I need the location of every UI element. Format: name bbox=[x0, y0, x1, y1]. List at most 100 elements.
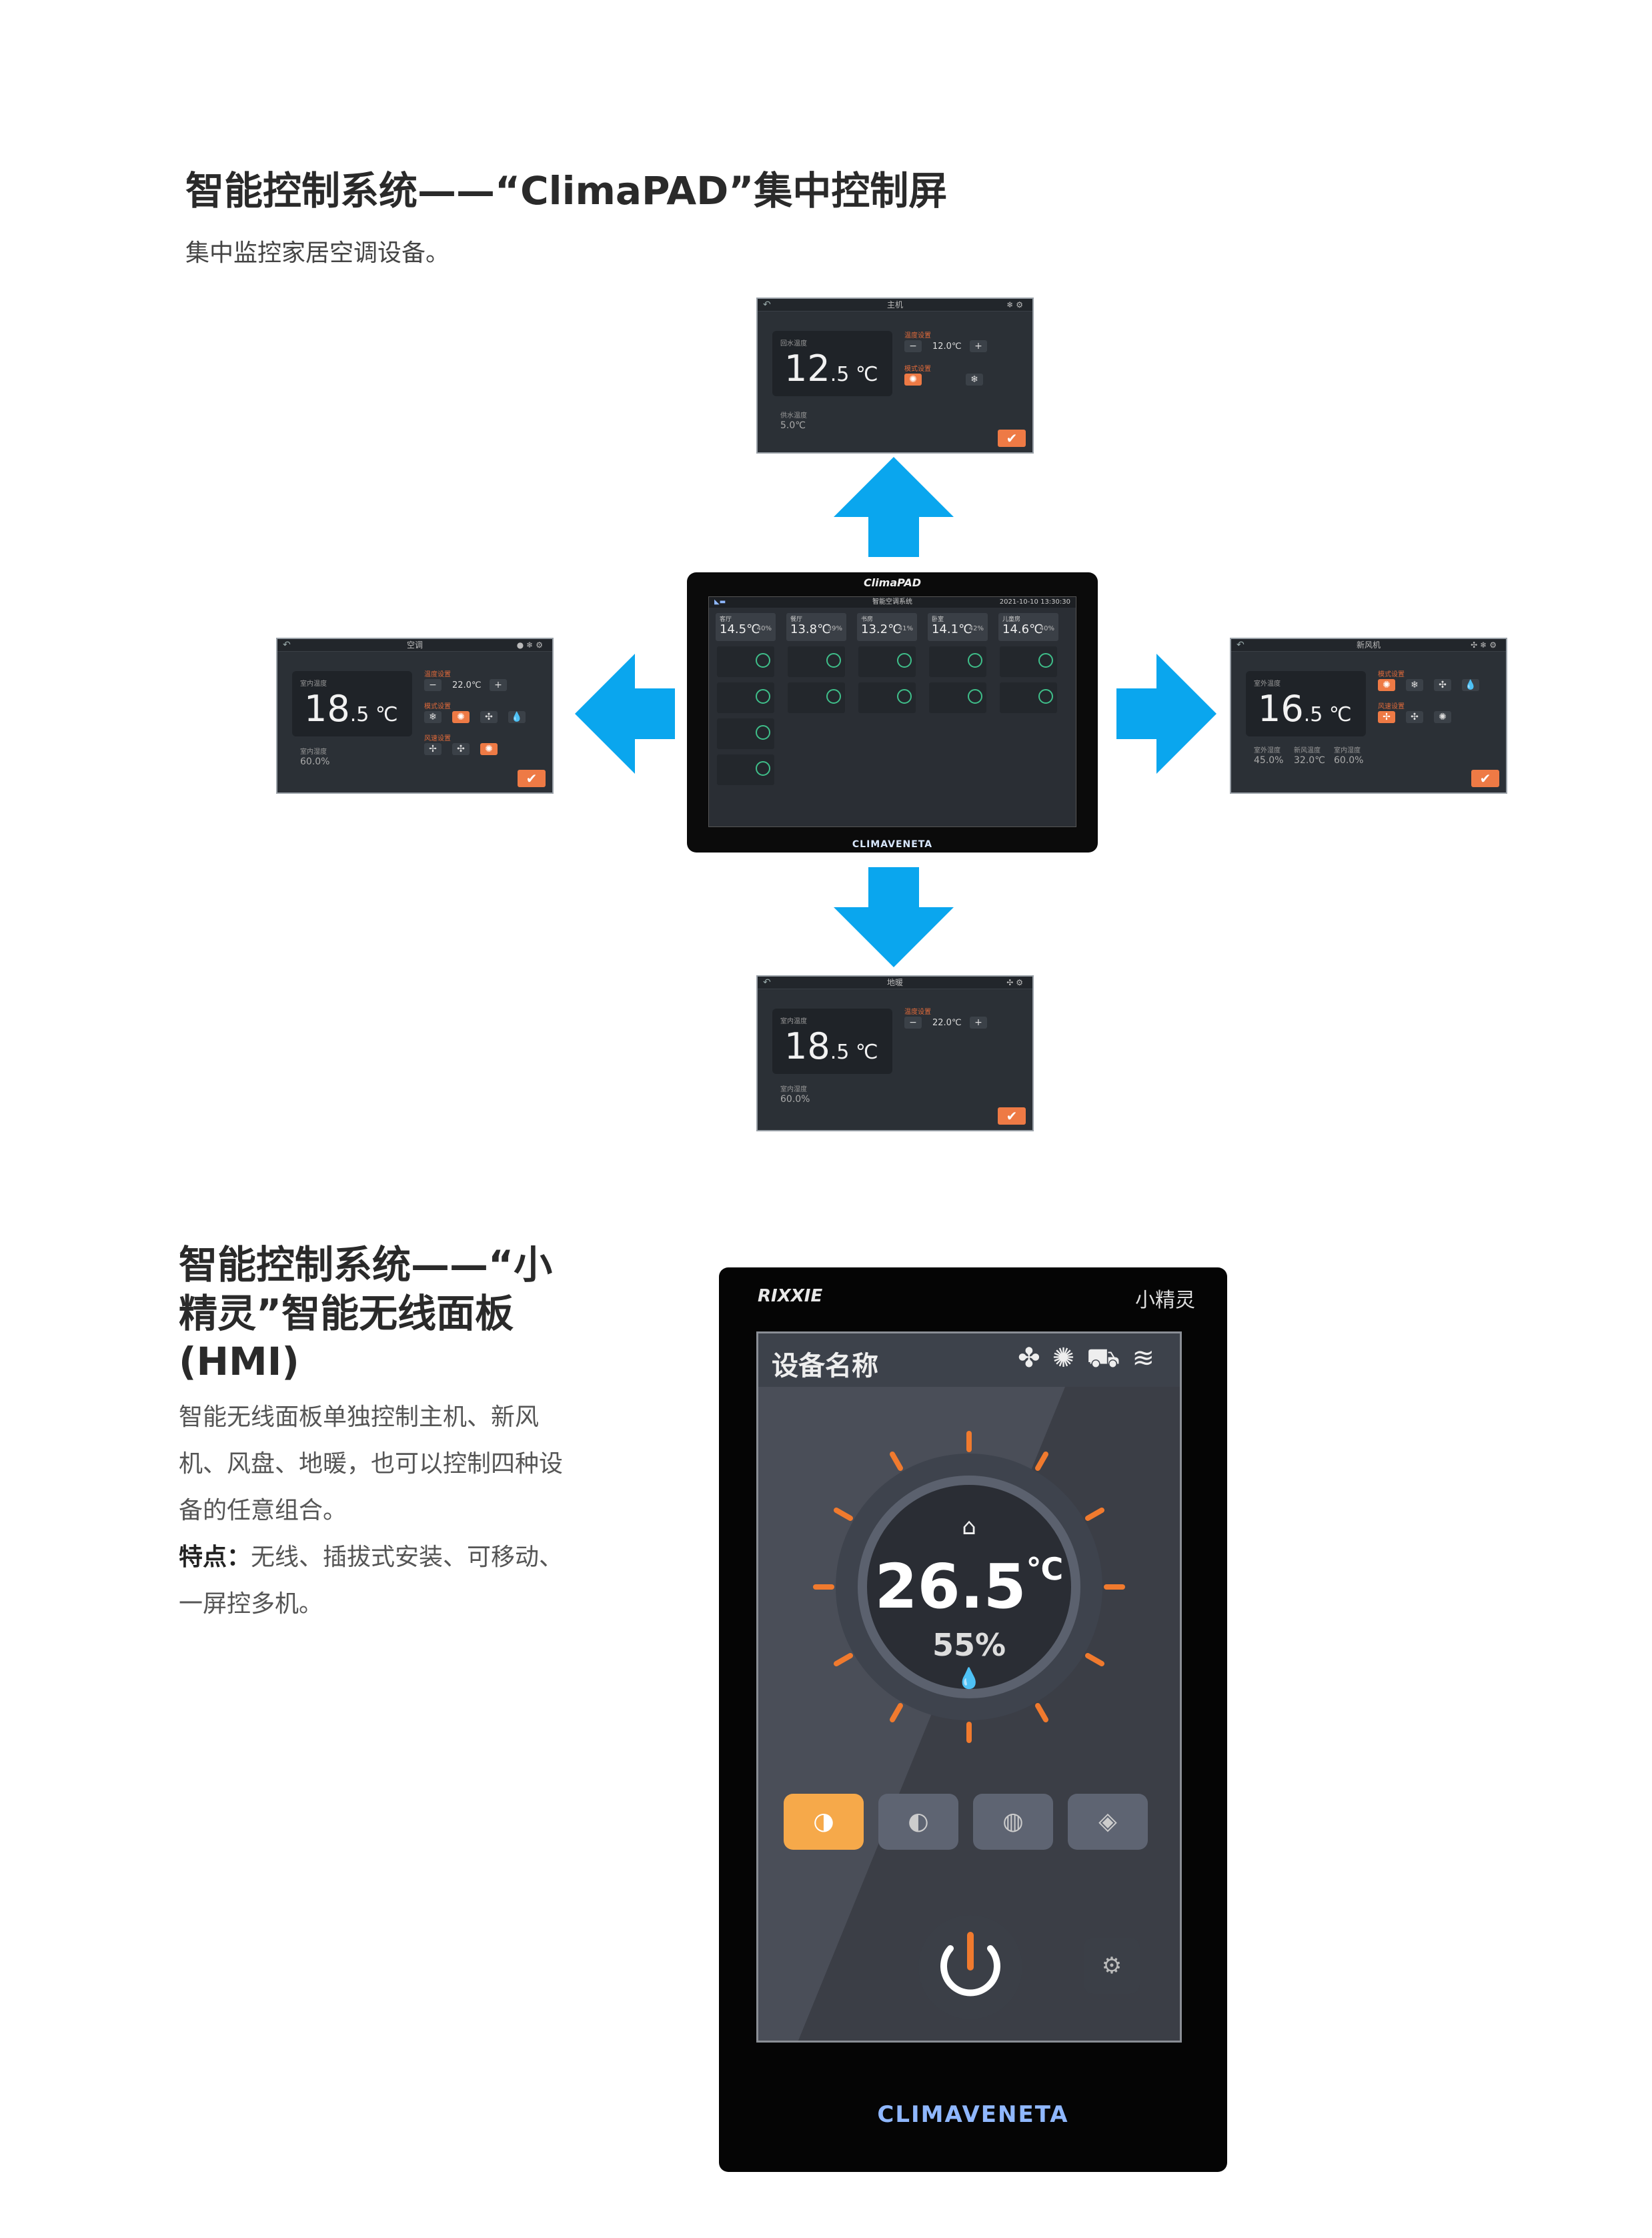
minus-button[interactable]: − bbox=[904, 1017, 922, 1029]
plus-button[interactable]: + bbox=[970, 1017, 987, 1029]
power-icon[interactable] bbox=[968, 689, 982, 704]
minus-button[interactable]: − bbox=[424, 679, 442, 691]
set-label: 温度设置 bbox=[904, 1009, 931, 1016]
mode-button-1[interactable]: ◑ bbox=[784, 1794, 864, 1850]
plus-button[interactable]: + bbox=[970, 340, 987, 352]
power-icon[interactable] bbox=[756, 689, 770, 704]
device-icon: ⛟ bbox=[1086, 1343, 1132, 1373]
section2-title-line1: 智能控制系统——“小 bbox=[179, 1242, 553, 1287]
power-icon[interactable] bbox=[897, 689, 912, 704]
fan-mid-button[interactable]: ✣ bbox=[1406, 711, 1423, 723]
device-tile[interactable] bbox=[1000, 682, 1057, 713]
power-icon[interactable] bbox=[968, 653, 982, 668]
mode-heat-button[interactable]: ✺ bbox=[904, 374, 922, 386]
temp-label: 室外温度 bbox=[1254, 680, 1281, 688]
power-icon[interactable] bbox=[756, 653, 770, 668]
droplet-icon: 💧 bbox=[956, 1667, 982, 1690]
room-humidity: 40% bbox=[756, 625, 772, 632]
mode-cool-button[interactable]: ❄ bbox=[966, 374, 983, 386]
mode-button-3[interactable]: ◍ bbox=[973, 1794, 1053, 1850]
power-icon[interactable] bbox=[756, 761, 770, 776]
plus-button[interactable]: + bbox=[490, 679, 507, 691]
panel-title: 地暖 bbox=[886, 978, 903, 987]
set-value: 22.0℃ bbox=[452, 680, 482, 690]
device-name: 设备名称 bbox=[772, 1351, 878, 1381]
mode-fan-button[interactable]: ✣ bbox=[1434, 679, 1451, 691]
fan-low-button[interactable]: ✢ bbox=[1378, 711, 1395, 723]
mode-dry-button[interactable]: 💧 bbox=[1462, 679, 1479, 691]
power-icon[interactable] bbox=[1038, 653, 1053, 668]
room-temp: 13.2℃ bbox=[861, 622, 902, 636]
extra-value: 60.0% bbox=[300, 756, 330, 767]
device-tile[interactable] bbox=[788, 646, 845, 677]
mode-cool-button[interactable]: ❄ bbox=[1406, 679, 1423, 691]
room-card[interactable]: 客厅 14.5℃ 40% bbox=[716, 613, 776, 641]
metric3-label: 室内湿度 bbox=[1334, 747, 1361, 754]
desc-line2: 机、风盘、地暖，也可以控制四种设 bbox=[179, 1450, 564, 1478]
back-icon[interactable]: ↶ bbox=[283, 640, 291, 650]
desc-line1: 智能无线面板单独控制主机、新风 bbox=[179, 1404, 540, 1431]
device-tile[interactable] bbox=[717, 682, 774, 713]
panel-topbar: ↶ 空调 ●❄⚙ bbox=[277, 639, 552, 652]
room-temp: 14.6℃ bbox=[1002, 622, 1043, 636]
panel-title: 空调 bbox=[406, 640, 423, 650]
feature-line2: 一屏控多机。 bbox=[179, 1590, 323, 1618]
room-card[interactable]: 餐厅 13.8℃ 39% bbox=[786, 613, 846, 641]
mode-fan-button[interactable]: ✣ bbox=[480, 711, 498, 723]
minus-button[interactable]: − bbox=[904, 340, 922, 352]
confirm-button[interactable]: ✔ bbox=[998, 1107, 1026, 1125]
back-icon[interactable]: ↶ bbox=[763, 300, 771, 310]
mode-label: 模式设置 bbox=[904, 366, 931, 373]
hmi-screen: 设备名称 ✤✺⛟≋ ⌂ bbox=[756, 1331, 1182, 2043]
device-tile[interactable] bbox=[858, 646, 916, 677]
device-tile[interactable] bbox=[929, 646, 986, 677]
mode-heat-button[interactable]: ✺ bbox=[452, 711, 470, 723]
power-button[interactable] bbox=[917, 1914, 1024, 2021]
power-icon[interactable] bbox=[1038, 689, 1053, 704]
temperature-dial[interactable] bbox=[802, 1420, 1136, 1754]
arrow-up-icon bbox=[834, 457, 954, 557]
current-humidity: 55% bbox=[932, 1627, 1006, 1663]
fan-low-button[interactable]: ✢ bbox=[424, 743, 442, 755]
back-icon[interactable]: ↶ bbox=[1236, 640, 1245, 650]
device-tile[interactable] bbox=[717, 754, 774, 785]
room-card[interactable]: 书房 13.2℃ 41% bbox=[857, 613, 917, 641]
mode-cool-button[interactable]: ❄ bbox=[424, 711, 442, 723]
device-tile[interactable] bbox=[858, 682, 916, 713]
temp-label: 回水温度 bbox=[780, 340, 807, 348]
device-tile[interactable] bbox=[717, 646, 774, 677]
mode-button-2[interactable]: ◐ bbox=[878, 1794, 958, 1850]
fan-high-button[interactable]: ✺ bbox=[1434, 711, 1451, 723]
device-tile[interactable] bbox=[788, 682, 845, 713]
fan-high-button[interactable]: ✺ bbox=[480, 743, 498, 755]
section1-subtitle: 集中监控家居空调设备。 bbox=[185, 239, 450, 267]
device-tile[interactable] bbox=[929, 682, 986, 713]
arrow-left-icon bbox=[575, 654, 675, 774]
extra-label: 室内湿度 bbox=[300, 748, 327, 756]
room-card[interactable]: 卧室 14.1℃ 42% bbox=[928, 613, 988, 641]
mode-button-4[interactable]: ◈ bbox=[1068, 1794, 1148, 1850]
settings-button[interactable]: ⚙ bbox=[1084, 1938, 1140, 1994]
fan-mid-button[interactable]: ✣ bbox=[452, 743, 470, 755]
extra-label: 室内湿度 bbox=[780, 1086, 807, 1093]
confirm-button[interactable]: ✔ bbox=[518, 770, 546, 787]
mode-dry-button[interactable]: 💧 bbox=[508, 711, 526, 723]
power-icon[interactable] bbox=[826, 653, 841, 668]
fan-label: 风速设置 bbox=[1378, 703, 1405, 710]
panel-title: 主机 bbox=[886, 300, 903, 310]
device-tile[interactable] bbox=[1000, 646, 1057, 677]
confirm-button[interactable]: ✔ bbox=[998, 430, 1026, 447]
section2-title-line3: (HMI) bbox=[179, 1339, 299, 1384]
device-tile[interactable] bbox=[717, 718, 774, 749]
mode-heat-button[interactable]: ✺ bbox=[1378, 679, 1395, 691]
panel-fresh-air: ↶ 新风机 ✣❄⚙ 室外温度 16.5 ℃ 模式设置 ✺ ❄ ✣ 💧 风速设置 … bbox=[1230, 638, 1507, 794]
power-icon[interactable] bbox=[826, 689, 841, 704]
power-icon[interactable] bbox=[897, 653, 912, 668]
mode-1-icon: ◑ bbox=[813, 1808, 834, 1835]
power-icon[interactable] bbox=[756, 725, 770, 740]
room-card[interactable]: 儿童房 14.6℃ 40% bbox=[998, 613, 1058, 641]
back-icon[interactable]: ↶ bbox=[763, 977, 771, 988]
set-label: 温度设置 bbox=[424, 671, 451, 678]
confirm-button[interactable]: ✔ bbox=[1471, 770, 1499, 787]
desc-line3: 备的任意组合。 bbox=[179, 1497, 347, 1524]
